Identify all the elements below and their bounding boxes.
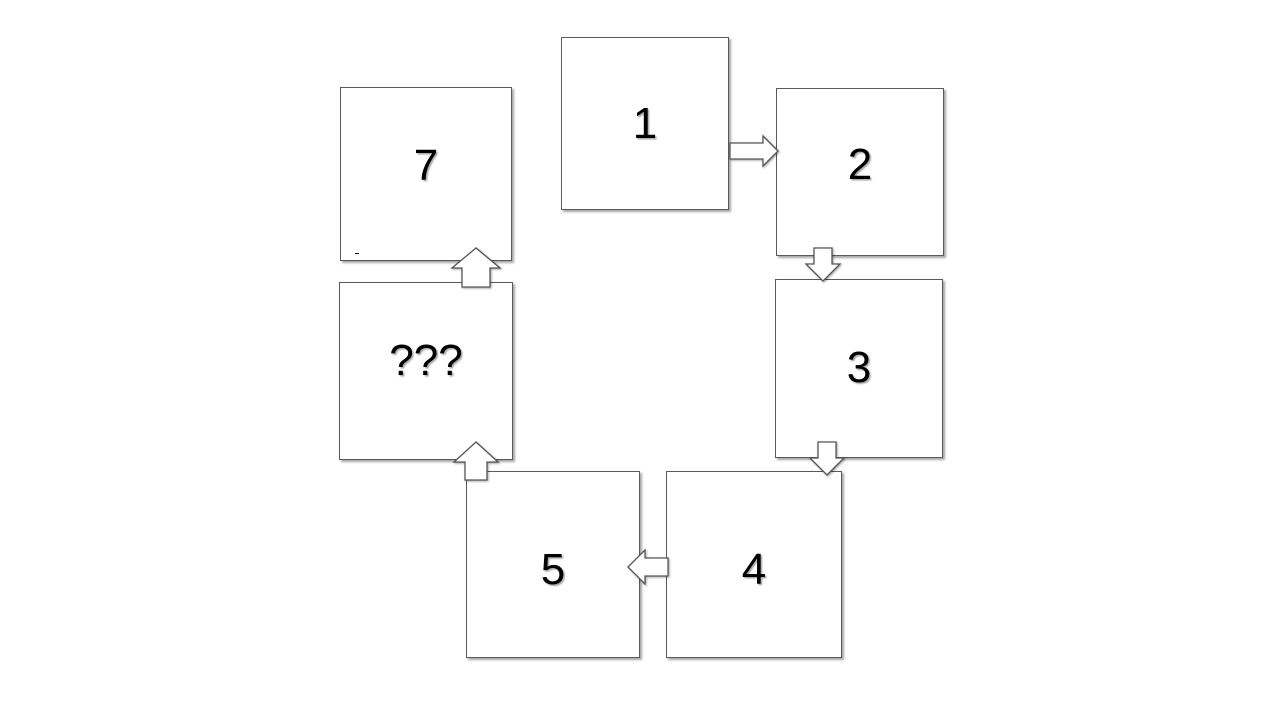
step-box-2: 2 [776, 88, 944, 256]
arrow-left-4-to-5 [627, 548, 669, 586]
step-box-3: 3 [775, 279, 943, 458]
arrow-down-3-to-4 [808, 441, 846, 476]
step-box-1: 1 [561, 37, 729, 210]
arrow-up-5-to-6 [452, 441, 500, 481]
step-label-4: 4 [741, 545, 767, 594]
step-label-3: 3 [846, 343, 872, 392]
step-label-7: 7 [413, 141, 439, 190]
arrow-up-6-to-7 [450, 247, 502, 288]
step-label-6-unknown: ??? [389, 336, 463, 385]
stray-mark [355, 253, 359, 254]
step-label-1: 1 [632, 99, 658, 148]
arrow-down-2-to-3 [804, 247, 842, 282]
step-label-5: 5 [540, 545, 566, 594]
step-box-7: 7 [340, 87, 512, 261]
step-box-5: 5 [466, 471, 640, 658]
step-label-2: 2 [847, 140, 873, 189]
step-box-6-unknown: ??? [339, 282, 513, 460]
arrow-right-1-to-2 [729, 134, 779, 168]
